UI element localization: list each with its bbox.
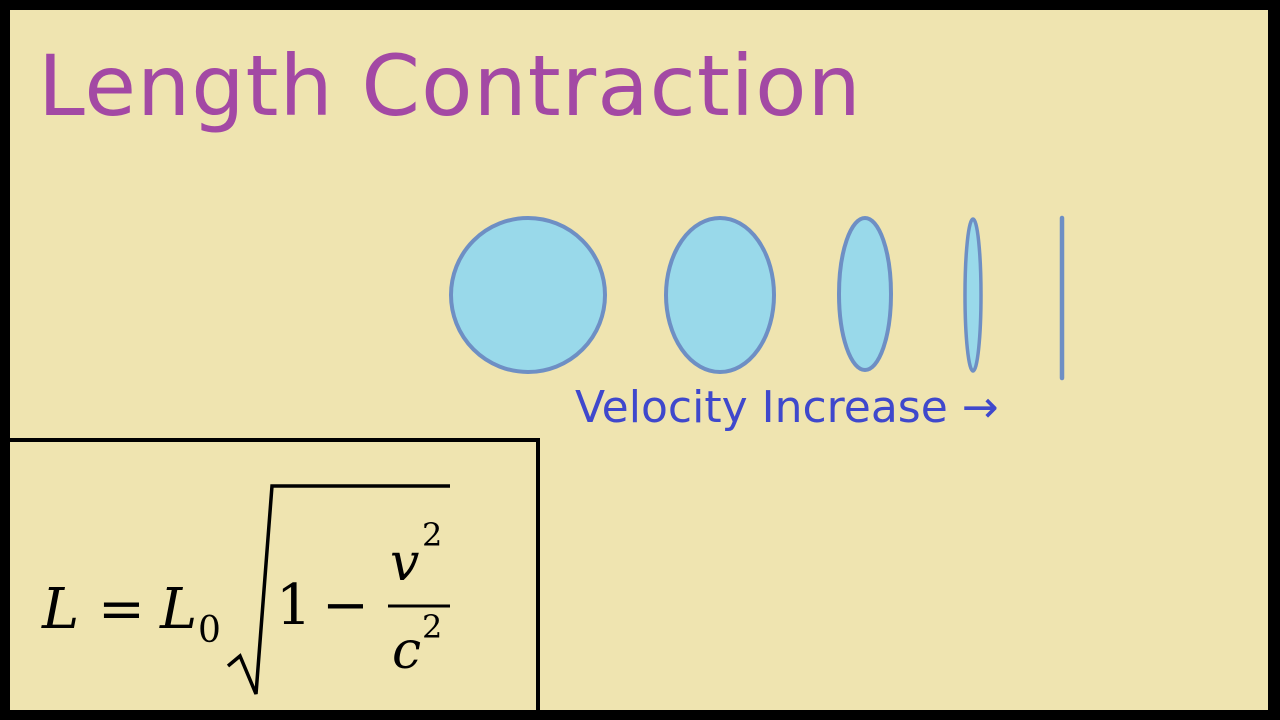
ellipse-medium (837, 216, 893, 372)
formula-numerator: v (390, 533, 419, 593)
length-contraction-formula: L = L 0 1 − v 2 c 2 (41, 484, 450, 695)
formula-denominator-exponent: 2 (422, 608, 442, 646)
formula-denominator: c (392, 621, 421, 681)
velocity-increase-label: Velocity Increase → (575, 382, 999, 433)
page-title: Length Contraction (38, 37, 862, 135)
slide-canvas: Length Contraction Velocity Increase → L… (10, 10, 1268, 710)
formula-minus: − (322, 573, 369, 638)
ellipse-slow (664, 216, 776, 374)
formula-numerator-exponent: 2 (422, 516, 442, 554)
circle-rest (449, 216, 607, 374)
formula-equals: = (98, 577, 145, 642)
formula-base-subscript: 0 (198, 610, 221, 651)
sqrt-radical-sign (226, 484, 450, 695)
formula-one: 1 (276, 573, 312, 638)
formula-base: L (159, 577, 197, 642)
contraction-shapes (449, 215, 1065, 381)
ellipse-fast (963, 217, 983, 373)
formula-lhs: L (41, 577, 79, 642)
formula-box: L = L 0 1 − v 2 c 2 (10, 438, 540, 710)
